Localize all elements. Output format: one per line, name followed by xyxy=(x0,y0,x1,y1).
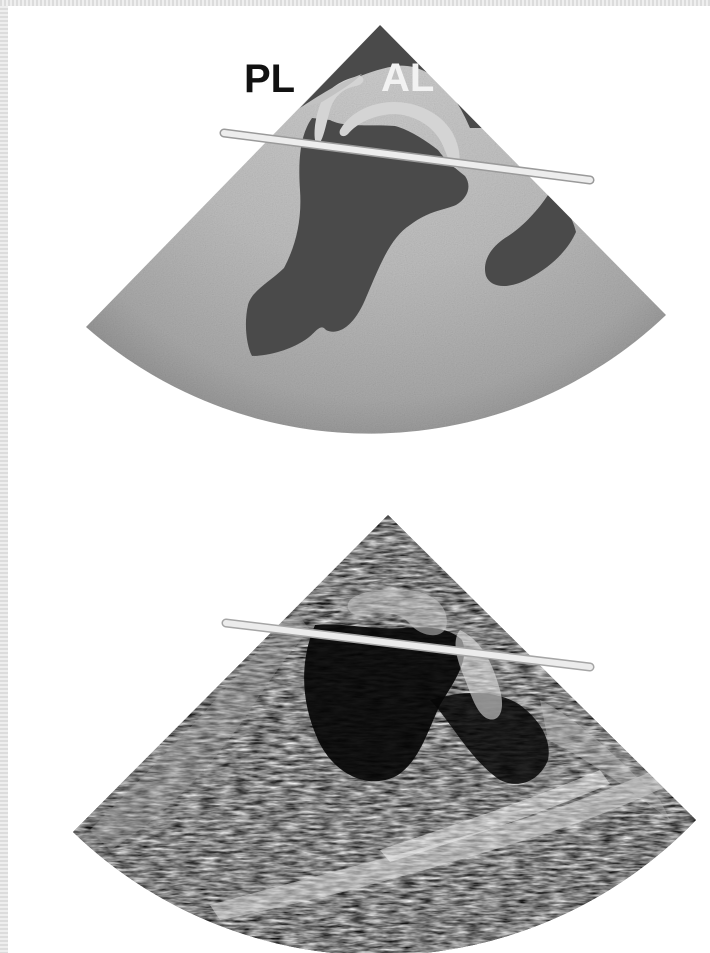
echocardiogram-panel xyxy=(73,515,696,953)
schematic-sector-panel: PL AL xyxy=(86,25,666,434)
anterior-leaflet-label: AL xyxy=(381,56,434,100)
posterior-leaflet-label: PL xyxy=(244,57,295,101)
